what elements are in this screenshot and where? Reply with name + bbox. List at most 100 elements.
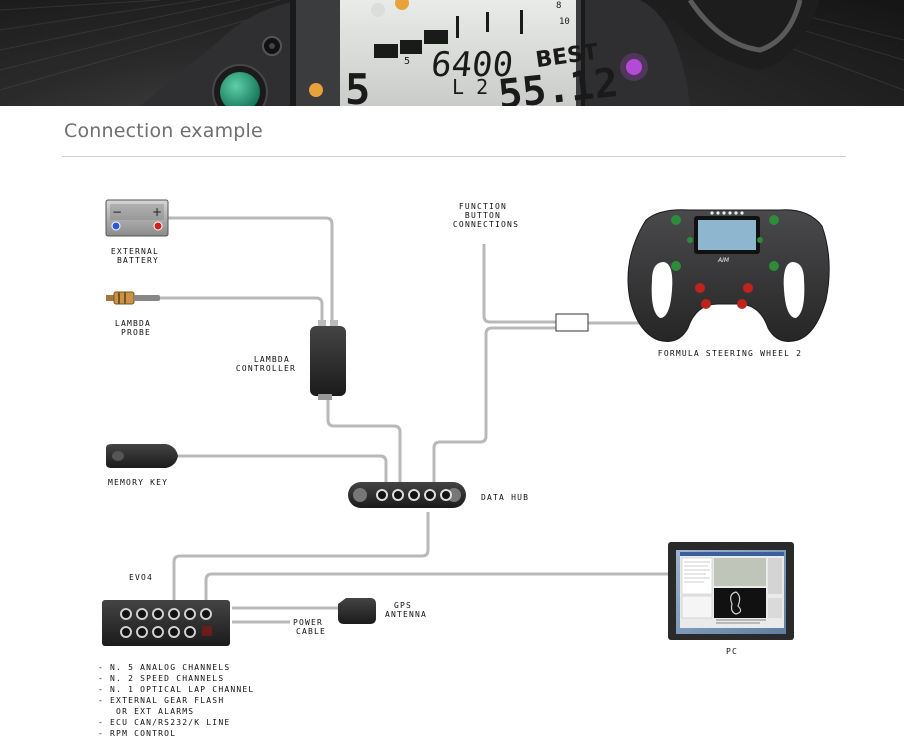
external-battery: − + [105, 199, 169, 237]
label-lambda-controller-line1: LAMBDA [254, 355, 290, 364]
shift-light-4 [626, 59, 642, 75]
wheel-red-button [737, 299, 747, 309]
evo4-logger [102, 600, 230, 646]
hub-port [424, 489, 436, 501]
feature-item: - N. 1 OPTICAL LAP CHANNEL [98, 685, 254, 694]
battery-positive-terminal [153, 221, 163, 231]
label-function-buttons-line1: FUNCTION [459, 202, 507, 211]
lcd-gear-small: 5 [404, 56, 410, 67]
label-memory-key: MEMORY KEY [108, 478, 168, 487]
label-power-cable: POWER CABLE [293, 618, 329, 636]
evo4-port [168, 608, 180, 620]
feature-item: - N. 2 SPEED CHANNELS [98, 674, 224, 683]
wheel-grip-right [660, 0, 820, 70]
cable-memorykey-hub [176, 454, 388, 488]
label-evo4: EVO4 [129, 573, 153, 582]
shift-light-1 [371, 3, 385, 17]
label-lambda-probe: LAMBDA PROBE [115, 319, 157, 337]
gps-antenna [338, 598, 376, 624]
cable-hub-wheel [432, 326, 556, 488]
label-lambda-controller: LAMBDA CONTROLLER [236, 355, 296, 373]
hub-port [408, 489, 420, 501]
feature-item: - RPM CONTROL [98, 729, 176, 738]
evo4-port [152, 626, 164, 638]
memory-key [106, 444, 178, 468]
label-battery-line1: EXTERNAL [111, 247, 159, 256]
banner-illustration: 5 5 6400 L 2 BEST 55.12 8 10 [0, 0, 904, 106]
shift-light-3 [309, 83, 323, 97]
hub-port [392, 489, 404, 501]
shift-light-2 [395, 0, 409, 10]
label-pc: PC [726, 647, 738, 656]
cable-function-buttons [482, 244, 556, 324]
wheel-green-button [769, 215, 779, 225]
label-lambda-probe-line2: PROBE [121, 328, 151, 337]
header-banner: 5 5 6400 L 2 BEST 55.12 8 10 [0, 0, 904, 106]
cable-battery-lambda [168, 216, 334, 324]
cable-evo4-pc [204, 572, 670, 602]
label-data-hub: DATA HUB [481, 493, 529, 502]
lcd-lap: L 2 [452, 75, 488, 99]
label-steering-wheel: FORMULA STEERING WHEEL 2 [658, 349, 802, 358]
feature-item: - ECU CAN/RS232/K LINE [98, 718, 230, 727]
evo4-port [168, 626, 180, 638]
feature-item: - N. 5 ANALOG CHANNELS [98, 663, 230, 672]
wheel-connector [555, 313, 589, 332]
wheel-display [698, 220, 756, 250]
wheel-logo: AIM [717, 257, 730, 264]
label-gps-line2: ANTENNA [385, 610, 427, 619]
green-button [220, 72, 260, 106]
wheel-green-button [671, 215, 681, 225]
label-lambda-probe-line1: LAMBDA [115, 319, 151, 328]
battery-negative-terminal [111, 221, 121, 231]
lcd-gear: 5 [345, 65, 370, 106]
pc-monitor [668, 542, 794, 640]
label-battery-line2: BATTERY [117, 256, 159, 265]
lambda-controller [310, 320, 346, 400]
label-lambda-controller-line2: CONTROLLER [236, 364, 296, 373]
evo4-port [120, 626, 132, 638]
cables [160, 216, 670, 624]
evo4-port [136, 626, 148, 638]
evo4-port [152, 608, 164, 620]
hub-port [376, 489, 388, 501]
section-heading: Connection example [64, 120, 263, 142]
cable-hub-evo4 [172, 512, 430, 602]
evo4-feature-list: - N. 5 ANALOG CHANNELS - N. 2 SPEED CHAN… [98, 663, 260, 738]
hub-port [440, 489, 452, 501]
label-power-cable-line2: CABLE [296, 627, 326, 636]
label-battery: EXTERNAL BATTERY [111, 247, 165, 265]
wheel-green-button [757, 237, 763, 243]
lcd-scale-top: 8 [556, 1, 561, 11]
label-function-buttons-line2: BUTTON [465, 211, 501, 220]
wheel-red-button [701, 299, 711, 309]
label-gps-line1: GPS [394, 601, 412, 610]
lambda-probe [106, 291, 160, 305]
lcd-scale-bottom: 10 [559, 17, 570, 27]
formula-steering-wheel: AIM [627, 209, 830, 342]
wheel-red-button [743, 283, 753, 293]
lcd-rpm: 6400 [429, 45, 515, 85]
battery-neg-symbol: − [112, 205, 122, 219]
label-gps: GPS ANTENNA [385, 601, 427, 619]
feature-item: OR EXT ALARMS [98, 707, 194, 716]
label-function-buttons-line3: CONNECTIONS [453, 220, 519, 229]
data-hub [348, 482, 466, 508]
label-function-buttons: FUNCTION BUTTON CONNECTIONS [453, 202, 519, 229]
wheel-red-button [695, 283, 705, 293]
label-power-cable-line1: POWER [293, 618, 323, 627]
cable-probe-lambda [160, 296, 324, 324]
feature-item: - EXTERNAL GEAR FLASH [98, 696, 224, 705]
cable-lambda-hub [326, 398, 402, 488]
connection-diagram: − + EXTERNAL BATTERY LAMBDA PROBE LAMBDA… [98, 199, 830, 738]
evo4-port [184, 608, 196, 620]
rpm-bar [374, 44, 398, 58]
wheel-green-button [769, 261, 779, 271]
evo4-port [120, 608, 132, 620]
evo4-port [136, 608, 148, 620]
battery-pos-symbol: + [152, 205, 162, 219]
heading-divider [62, 156, 846, 157]
evo4-port [200, 608, 212, 620]
evo4-port [184, 626, 196, 638]
wheel-green-button [671, 261, 681, 271]
